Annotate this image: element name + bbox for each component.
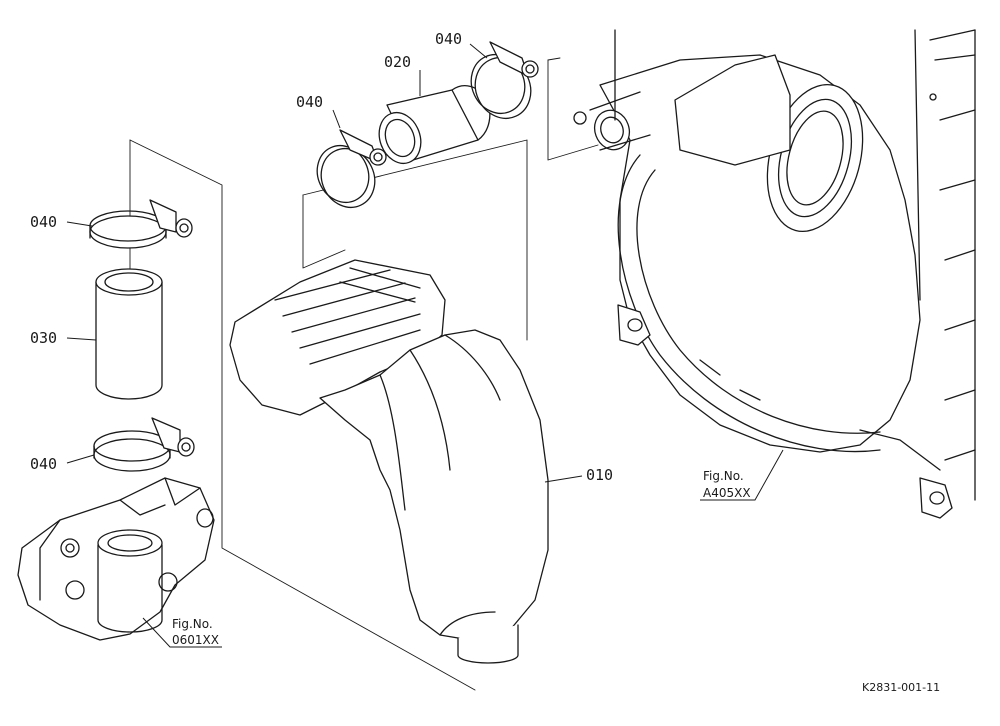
hose-clamp-left-top xyxy=(89,199,193,249)
figure-reference-left: Fig.No. 0601XX xyxy=(142,617,222,648)
hose-clamp-top-right xyxy=(470,41,539,119)
hose-upper xyxy=(378,85,491,165)
callout-010: 010 xyxy=(586,466,613,484)
callout-labels: 040 020 040 040 030 040 010 xyxy=(30,30,613,484)
fan-shroud xyxy=(573,29,976,519)
callout-040-top-left: 040 xyxy=(296,93,323,111)
callout-020: 020 xyxy=(384,53,411,71)
callout-030: 030 xyxy=(30,329,57,347)
figure-reference-right: Fig.No. A405XX xyxy=(700,449,784,501)
drawing-code: K2831-001-11 xyxy=(862,681,940,694)
air-cleaner xyxy=(229,259,549,664)
fig-ref-right-label: Fig.No. xyxy=(703,469,744,483)
fig-ref-right-number: A405XX xyxy=(703,486,751,500)
intake-manifold xyxy=(17,477,215,641)
callout-040-left-bottom: 040 xyxy=(30,455,57,473)
top-hose-assembly xyxy=(316,41,539,208)
left-hose-assembly xyxy=(17,199,215,641)
fig-ref-left-label: Fig.No. xyxy=(172,617,213,631)
hose-clamp-top-left xyxy=(316,129,387,208)
fig-ref-left-number: 0601XX xyxy=(172,633,219,647)
hose-clamp-left-bottom xyxy=(93,417,195,472)
hose-lower xyxy=(95,268,163,400)
callout-040-top-right: 040 xyxy=(435,30,462,48)
callout-040-left-top: 040 xyxy=(30,213,57,231)
